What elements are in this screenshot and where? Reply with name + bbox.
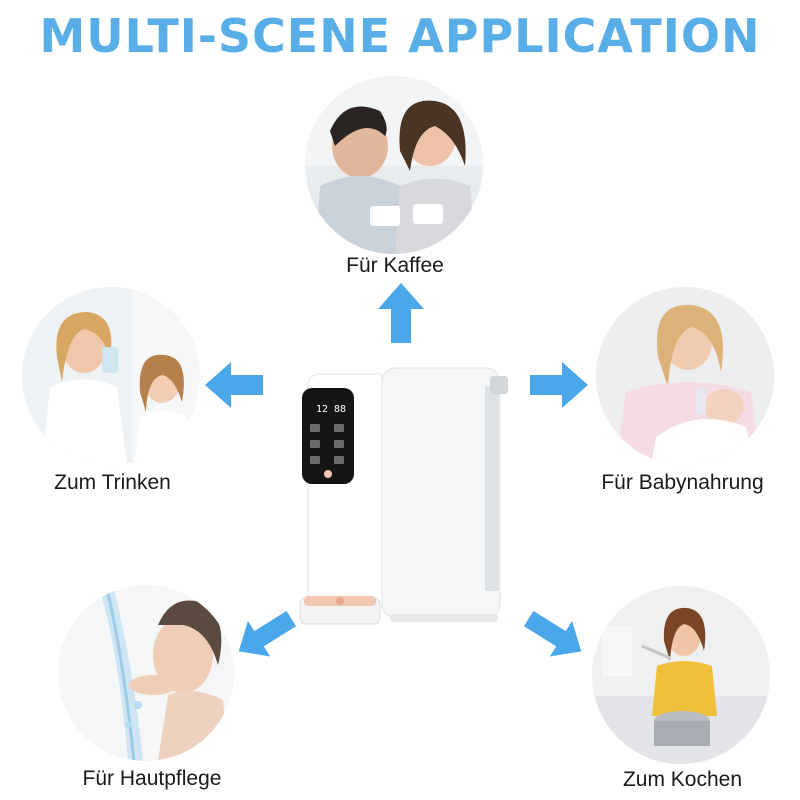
drinking-water-photo (22, 287, 200, 465)
temperature-readout: 12 (316, 404, 328, 415)
volume-readout: 88 (334, 404, 346, 415)
arrow-up-icon (378, 283, 424, 343)
baby-feeding-photo (596, 287, 774, 465)
arrow-down-right-icon (524, 610, 586, 660)
scene-label-baby-food: Für Babynahrung (601, 471, 764, 494)
page-title: MULTI-SCENE APPLICATION (39, 9, 761, 63)
water-dispenser-product: 12 88 (290, 366, 520, 636)
coffee-couple-photo (305, 76, 483, 254)
scene-label-coffee: Für Kaffee (346, 254, 444, 277)
cooking-photo (592, 586, 770, 764)
scene-label-drinking: Zum Trinken (54, 471, 171, 494)
skin-care-photo (58, 585, 234, 761)
arrow-down-left-icon (234, 610, 296, 660)
scene-label-skin-care: Für Hautpflege (82, 767, 222, 790)
scene-label-cooking: Zum Kochen (622, 768, 743, 791)
arrow-right-icon (530, 362, 588, 408)
arrow-left-icon (205, 362, 263, 408)
